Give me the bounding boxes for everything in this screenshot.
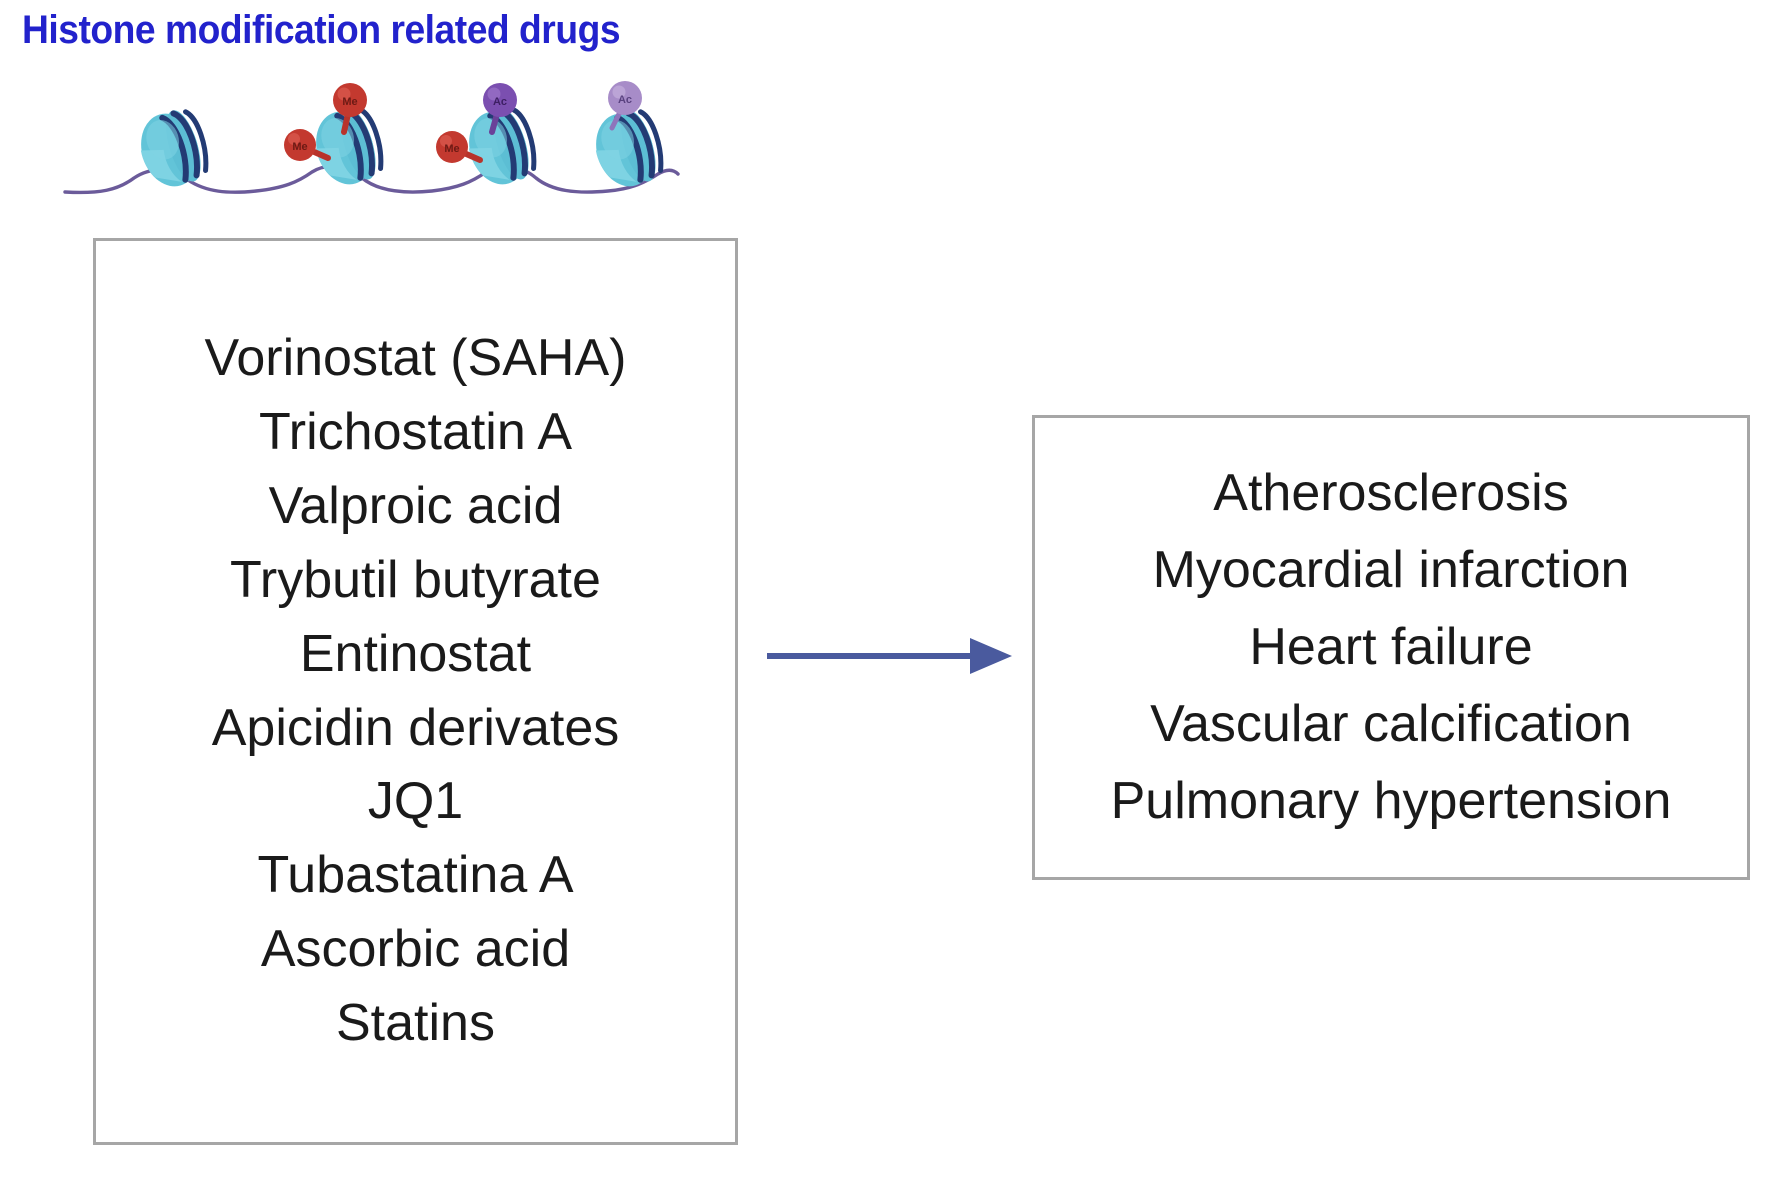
list-item: JQ1 bbox=[367, 772, 464, 831]
svg-text:Me: Me bbox=[292, 141, 307, 153]
methyl-mark-icon: Me bbox=[436, 131, 483, 163]
list-item: Valproic acid bbox=[268, 477, 563, 536]
acetyl-mark-icon: Ac bbox=[483, 83, 517, 135]
list-item: Myocardial infarction bbox=[1152, 541, 1630, 600]
flow-arrow-icon bbox=[765, 630, 1020, 685]
list-item: Ascorbic acid bbox=[260, 919, 571, 978]
list-item: Vascular calcification bbox=[1150, 694, 1632, 753]
list-item: Pulmonary hypertension bbox=[1110, 771, 1672, 830]
list-item: Tubastatina A bbox=[257, 846, 574, 905]
svg-text:Ac: Ac bbox=[493, 96, 507, 108]
list-item: Vorinostat (SAHA) bbox=[204, 329, 627, 388]
methyl-mark-icon: Me bbox=[284, 129, 331, 161]
list-item: Apicidin derivates bbox=[211, 698, 620, 757]
page-title: Histone modification related drugs bbox=[22, 8, 621, 52]
list-item: Entinostat bbox=[299, 624, 532, 683]
svg-text:Ac: Ac bbox=[618, 94, 632, 106]
nucleosome-chromatin-illustration: Me Me Me Ac Ac bbox=[60, 70, 680, 210]
list-item: Trichostatin A bbox=[258, 403, 573, 462]
list-item: Trybutil butyrate bbox=[230, 550, 601, 609]
svg-text:Me: Me bbox=[444, 143, 459, 155]
list-item: Heart failure bbox=[1249, 618, 1533, 677]
list-item: Statins bbox=[336, 993, 495, 1052]
svg-text:Me: Me bbox=[342, 96, 357, 108]
acetyl-mark-icon: Ac bbox=[608, 81, 642, 131]
diseases-box: Atherosclerosis Myocardial infarction He… bbox=[1032, 415, 1750, 880]
list-item: Atherosclerosis bbox=[1213, 464, 1569, 523]
methyl-mark-icon: Me bbox=[333, 83, 367, 135]
drugs-box: Vorinostat (SAHA) Trichostatin A Valproi… bbox=[93, 238, 738, 1145]
